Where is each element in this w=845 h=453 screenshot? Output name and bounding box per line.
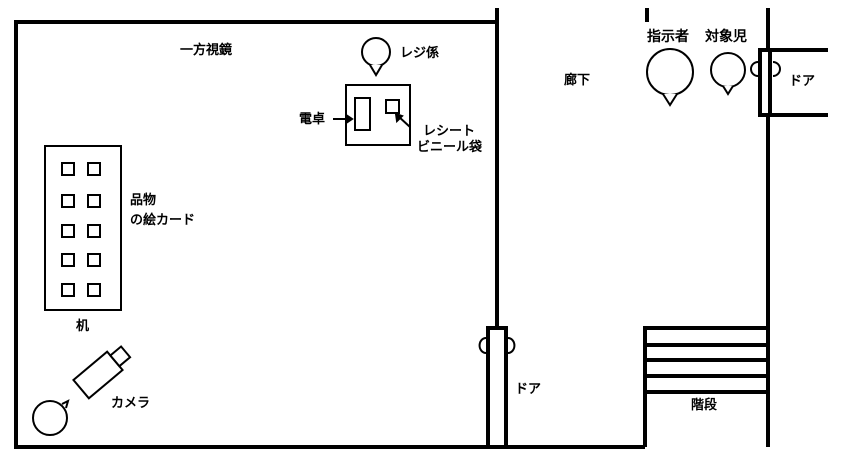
receipt-bag-icon [385, 99, 400, 114]
stairs-outline [643, 326, 768, 447]
video-camera-icon [72, 345, 132, 400]
instructor-label: 指示者 [647, 29, 689, 45]
door-right-hinge-left-icon [750, 61, 759, 77]
door-bottom-hinge-left-icon [478, 337, 487, 354]
desk-label: 机 [76, 319, 90, 334]
picture-card [61, 283, 75, 297]
picture-card [87, 194, 101, 208]
desk [44, 145, 122, 311]
subject-child-icon [710, 52, 746, 88]
picture-card [61, 162, 75, 176]
stairs-label: 階段 [691, 398, 718, 413]
corridor-label: 廊下 [564, 73, 591, 88]
room-wall-left [14, 20, 497, 449]
picture-card [87, 162, 101, 176]
picture-cards-label-1: 品物 [130, 193, 157, 208]
picture-card [87, 283, 101, 297]
door-bottom-hinge-right-icon [507, 337, 516, 354]
plastic-bag-label: ビニール袋 [417, 140, 483, 155]
instructor-person-icon [646, 48, 694, 96]
picture-card [87, 224, 101, 238]
door-bottom-frame [486, 326, 508, 449]
calculator-icon [354, 97, 371, 131]
picture-card [61, 194, 75, 208]
picture-card [61, 253, 75, 267]
door-right-label: ドア [789, 74, 816, 89]
door-right-hinge-right-icon [772, 61, 781, 77]
picture-card [61, 224, 75, 238]
calculator-label: 電卓 [299, 112, 326, 127]
door-right-frame [758, 48, 772, 117]
picture-card [87, 253, 101, 267]
cashier-label: レジ係 [400, 46, 440, 61]
picture-cards-label-2: の絵カード [130, 213, 196, 228]
one-way-mirror-label: 一方視鏡 [180, 43, 233, 58]
subject-child-label: 対象児 [705, 29, 747, 45]
door-bottom-label: ドア [515, 382, 542, 397]
camera-label: カメラ [111, 396, 151, 411]
camera-operator-icon [32, 400, 68, 436]
receipt-label: レシート [423, 124, 476, 139]
cashier-person-icon [361, 37, 391, 67]
